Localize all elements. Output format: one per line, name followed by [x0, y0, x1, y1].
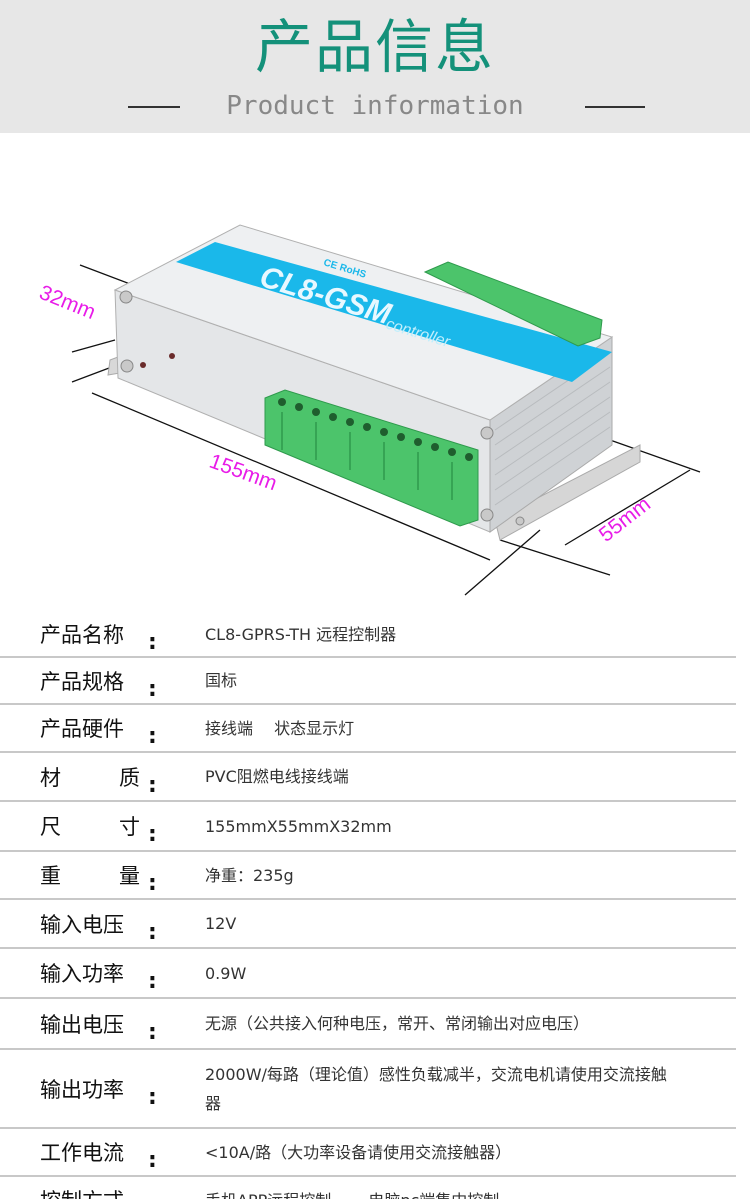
- spec-label: 控制方式: [40, 1185, 140, 1199]
- blue-label-band: [176, 242, 612, 382]
- spec-value: 净重：235g: [205, 865, 294, 885]
- spec-row: 材质:PVC阻燃电线接线端: [0, 753, 736, 802]
- section-title: 产品信息: [254, 13, 495, 81]
- spec-label: 产品硬件: [40, 717, 124, 741]
- spec-colon: :: [148, 871, 157, 896]
- spec-label: 输入功率: [40, 962, 124, 986]
- spec-value: 手机APP远程控制 电脑pc端集中控制: [205, 1186, 499, 1199]
- spec-label-char: 量: [119, 864, 140, 888]
- spec-row: 输入功率: 0.9W: [0, 949, 736, 999]
- spec-label-char: 寸: [119, 815, 140, 839]
- spec-colon: :: [148, 676, 157, 702]
- spec-label-char: 重: [40, 864, 61, 888]
- spec-colon: :: [148, 1019, 157, 1045]
- spec-colon: :: [148, 630, 157, 655]
- divider-right: [585, 106, 645, 108]
- spec-label: 工作电流: [40, 1141, 124, 1165]
- spec-colon: :: [148, 724, 157, 749]
- section-subtitle: Product information: [226, 91, 524, 121]
- spec-label: 输出电压: [40, 1012, 124, 1037]
- divider-left: [128, 106, 180, 108]
- spec-colon: :: [148, 1084, 157, 1110]
- spec-row: 尺寸:155mmX55mmX32mm: [0, 802, 736, 852]
- spec-value: 155mmX55mmX32mm: [205, 816, 392, 836]
- spec-value: <10A/路（大功率设备请使用交流接触器）: [205, 1142, 512, 1162]
- spec-row: 输出功率: 2000W/每路（理论值）感性负载减半，交流电机请使用交流接触器: [0, 1050, 736, 1129]
- spec-colon: :: [148, 919, 157, 945]
- spec-label: 产品名称: [40, 623, 124, 647]
- spec-label-char: 质: [119, 765, 140, 790]
- spec-colon: :: [148, 1148, 157, 1173]
- spec-colon: :: [148, 969, 157, 994]
- spec-colon: :: [148, 1196, 157, 1199]
- spec-row: 重量:净重：235g: [0, 852, 736, 900]
- spec-value: 12V: [205, 914, 237, 933]
- spec-value: PVC阻燃电线接线端: [205, 767, 349, 786]
- spec-colon: :: [148, 822, 157, 847]
- spec-value: 国标: [205, 671, 238, 690]
- spec-row: 产品规格: 国标: [0, 658, 736, 705]
- spec-colon: :: [148, 772, 157, 798]
- section-header: 产品信息 Product information: [0, 0, 750, 133]
- spec-label: 输入电压: [40, 912, 124, 937]
- spec-label: 产品规格: [40, 669, 124, 694]
- spec-value: 0.9W: [205, 963, 247, 983]
- spec-value: 2000W/每路（理论值）感性负载减半，交流电机请使用交流接触器: [205, 1064, 667, 1113]
- front-terminal-block: [264, 389, 479, 527]
- spec-value: 接线端 状态显示灯: [205, 718, 355, 738]
- product-figure: CL8-GSM controller CE RoHS 32mm: [0, 133, 750, 603]
- spec-row: 输入电压: 12V: [0, 900, 736, 949]
- spec-label: 输出功率: [40, 1077, 124, 1102]
- spec-row: 产品名称: CL8-GPRS-TH 远程控制器: [0, 612, 736, 658]
- spec-label: 重量: [40, 860, 140, 890]
- spec-table: 产品名称: CL8-GPRS-TH 远程控制器产品规格: 国标产品硬件: 接线端 状态…: [0, 612, 750, 1199]
- spec-label: 材质: [40, 762, 140, 792]
- device-illustration: CL8-GSM controller CE RoHS: [71, 224, 701, 596]
- spec-label: 尺寸: [40, 811, 140, 841]
- spec-row: 控制方式: 手机APP远程控制 电脑pc端集中控制: [0, 1177, 736, 1199]
- spec-label-char: 尺: [40, 815, 61, 839]
- spec-value: 无源（公共接入何种电压，常开、常闭输出对应电压）: [205, 1014, 590, 1033]
- rear-terminal-block: [423, 261, 603, 347]
- spec-value: CL8-GPRS-TH 远程控制器: [205, 624, 397, 644]
- spec-row: 产品硬件: 接线端 状态显示灯: [0, 705, 736, 753]
- spec-row: 输出电压: 无源（公共接入何种电压，常开、常闭输出对应电压）: [0, 999, 736, 1050]
- spec-row: 工作电流: <10A/路（大功率设备请使用交流接触器）: [0, 1129, 736, 1177]
- spec-label-char: 材: [40, 765, 61, 790]
